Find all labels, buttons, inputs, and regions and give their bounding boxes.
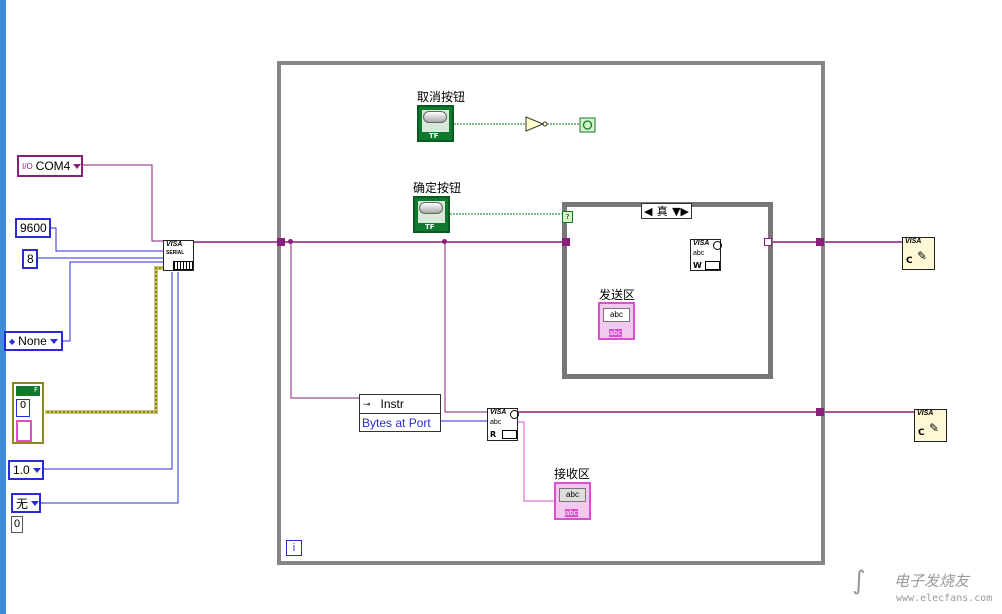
not-gate — [525, 116, 545, 132]
confirm-button-label: 确定按钮 — [413, 181, 462, 195]
parity-ring[interactable]: ◆ None — [4, 331, 63, 351]
wire-termination-inner — [45, 267, 166, 413]
visa-close-node-2[interactable]: VISA C ✎ — [914, 409, 947, 442]
serial-port-icon — [173, 261, 193, 270]
loop-tunnel-right-read — [816, 408, 824, 416]
wire-flow — [41, 272, 179, 504]
wire-read-string — [516, 421, 554, 502]
stop-terminal — [579, 117, 596, 133]
data-bits-control[interactable]: 8 — [22, 249, 38, 269]
termination-char[interactable] — [16, 420, 32, 442]
write-w-icon: W — [693, 261, 702, 270]
close-c-icon: C — [906, 256, 913, 266]
flow-control-index: 0 — [11, 516, 23, 533]
case-interior — [567, 207, 768, 374]
button-icon — [423, 111, 447, 123]
watermark-title: 电子发烧友 — [894, 572, 970, 590]
termination-value[interactable]: 0 — [16, 399, 30, 417]
case-selector-label[interactable]: ◀ 真 ▼▶ — [641, 203, 692, 219]
visa-read-node[interactable]: VISA abc R — [487, 408, 519, 441]
dropdown-arrow-icon[interactable] — [73, 163, 82, 169]
visa-close-node-1[interactable]: VISA C ✎ — [902, 237, 935, 270]
resource-prefix: I/O — [22, 161, 33, 171]
dropdown-arrow-icon[interactable] — [32, 467, 41, 473]
abc-tag: abc — [565, 509, 578, 517]
property-node[interactable]: ⊸ Instr Bytes at Port — [359, 394, 441, 432]
visa-write-node[interactable]: VISA abc W — [690, 239, 722, 271]
stop-bits-value: 1.0 — [13, 463, 30, 477]
close-c-icon: C — [918, 428, 925, 438]
abc-tag: abc — [609, 329, 622, 337]
case-selector-terminal: ? — [562, 211, 573, 223]
instrument-icon — [705, 261, 720, 270]
button-icon — [419, 202, 443, 214]
confirm-button-terminal[interactable]: TF — [413, 196, 450, 233]
serial-sub-label: SERIAL — [166, 250, 185, 256]
property-item[interactable]: Bytes at Port — [362, 416, 431, 430]
dropdown-arrow-icon[interactable] — [31, 500, 40, 506]
send-area-label: 发送区 — [599, 288, 636, 302]
loop-tunnel-right — [816, 238, 824, 246]
property-class: Instr — [380, 397, 404, 411]
visa-node-title: VISA — [490, 409, 507, 416]
wire-visa-prop — [290, 242, 362, 399]
case-value: 真 — [656, 205, 668, 218]
tf-tag: TF — [425, 223, 435, 231]
watermark-logo-icon: ∫ — [852, 566, 866, 596]
wire-junction — [442, 239, 447, 244]
visa-node-title: VISA — [917, 410, 934, 417]
baud-rate-control[interactable]: 9600 — [15, 218, 51, 238]
loop-tunnel-left — [277, 238, 285, 246]
termination-cluster[interactable]: F 0 — [12, 382, 44, 444]
property-node-header: ⊸ Instr — [360, 395, 440, 414]
wrench-icon: ⊸ — [363, 398, 371, 409]
read-r-icon: R — [490, 430, 497, 439]
tf-tag: TF — [429, 132, 439, 140]
case-next-icon[interactable]: ▼▶ — [672, 204, 689, 218]
watermark: ∫ 电子发烧友 www.elecfans.com — [852, 566, 992, 610]
termination-flag: F — [16, 386, 40, 396]
visa-resource-control[interactable]: I/O COM4 — [17, 155, 83, 177]
cancel-button-label: 取消按钮 — [417, 90, 466, 104]
parity-value: None — [18, 334, 47, 348]
send-string-terminal[interactable]: abc abc — [598, 302, 635, 340]
clock-icon — [713, 241, 722, 250]
wire-termination — [45, 266, 166, 414]
window-left-edge — [0, 0, 6, 614]
visa-node-title: VISA — [693, 240, 710, 247]
cancel-button-terminal[interactable]: TF — [417, 105, 454, 142]
loop-iteration-terminal: i — [286, 540, 302, 556]
visa-node-title: VISA — [166, 241, 183, 248]
flow-control-ring[interactable]: 无 — [11, 493, 41, 513]
case-tunnel-out — [764, 238, 772, 246]
visa-node-title: VISA — [905, 238, 922, 245]
receive-string-terminal[interactable]: abc abc — [554, 482, 591, 520]
wire-junction — [288, 239, 293, 244]
abc-text: abc — [490, 419, 502, 426]
visa-configure-serial-node[interactable]: VISA SERIAL — [163, 240, 194, 271]
wire-resource — [82, 164, 165, 242]
case-prev-icon[interactable]: ◀ — [644, 204, 653, 218]
stop-bits-ring[interactable]: 1.0 — [8, 460, 44, 480]
wire-visa-read — [444, 242, 490, 413]
ring-icon: ◆ — [9, 336, 16, 346]
clock-icon — [510, 410, 519, 419]
close-doc-icon: ✎ — [917, 249, 928, 263]
abc-text: abc — [559, 488, 586, 502]
instrument-icon — [502, 430, 517, 439]
wire-stopbits — [43, 272, 173, 470]
watermark-url: www.elecfans.com — [896, 593, 993, 604]
wire-baud — [50, 227, 165, 252]
abc-text: abc — [603, 308, 630, 322]
case-tunnel-in — [562, 238, 570, 246]
wire-parity — [62, 261, 165, 342]
abc-text: abc — [693, 250, 705, 257]
receive-area-label: 接收区 — [554, 467, 591, 481]
while-loop[interactable] — [277, 61, 825, 565]
resource-name: COM4 — [35, 159, 71, 173]
dropdown-arrow-icon[interactable] — [49, 338, 58, 344]
flow-control-value: 无 — [16, 496, 29, 511]
close-doc-icon: ✎ — [929, 421, 940, 435]
